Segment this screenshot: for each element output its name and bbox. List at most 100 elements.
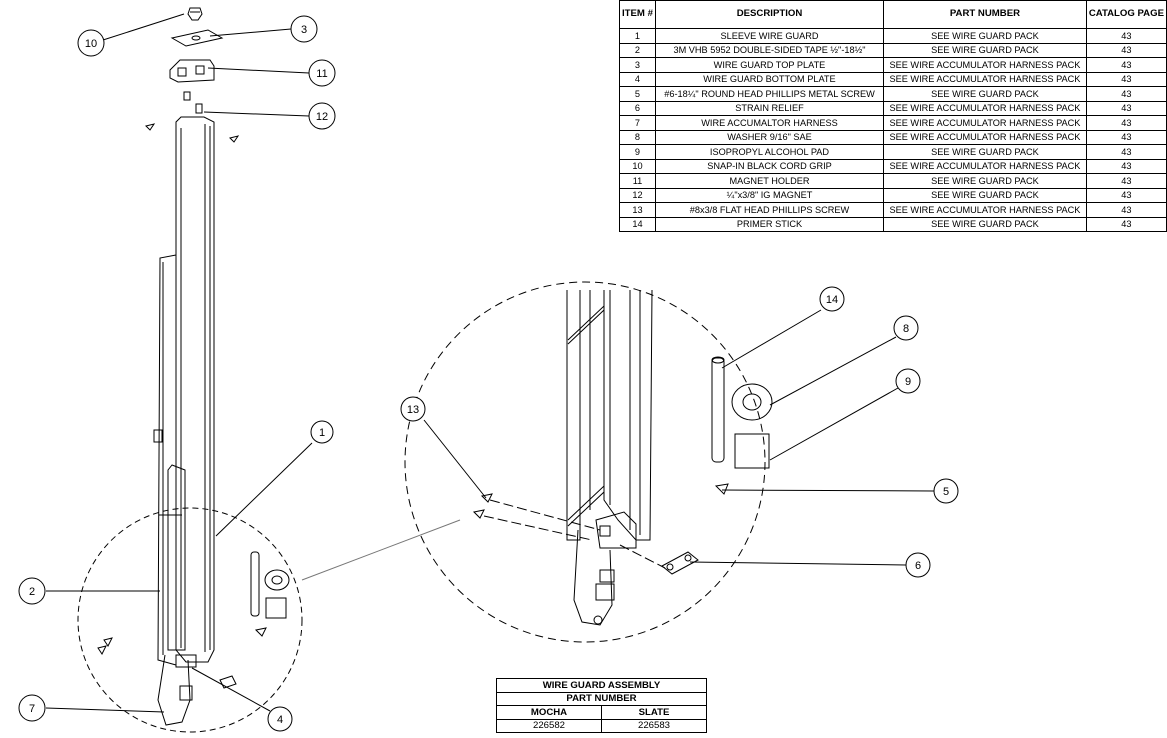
header-item: ITEM # bbox=[619, 0, 656, 29]
svg-text:6: 6 bbox=[915, 560, 921, 572]
detail-circle-left bbox=[77, 507, 303, 733]
bom-description: SNAP-IN BLACK CORD GRIP bbox=[654, 158, 885, 174]
svg-text:5: 5 bbox=[943, 486, 949, 498]
callout-9: 9 bbox=[895, 368, 921, 394]
variant-number: 226583 bbox=[601, 718, 707, 733]
bom-catalog-page: 43 bbox=[1085, 57, 1167, 73]
variant-name: MOCHA bbox=[496, 705, 602, 720]
svg-text:1: 1 bbox=[319, 427, 325, 439]
svg-text:13: 13 bbox=[407, 404, 419, 416]
flat-head-screw-2 bbox=[480, 493, 493, 503]
bom-item-number: 6 bbox=[619, 100, 656, 116]
flat-head-screw-1 bbox=[472, 509, 485, 519]
strain-relief bbox=[661, 551, 699, 575]
leader-lines bbox=[45, 13, 935, 713]
variant-number: 226582 bbox=[496, 718, 602, 733]
bom-catalog-page: 43 bbox=[1085, 42, 1167, 58]
variant-name: SLATE bbox=[601, 705, 707, 720]
callout-6: 6 bbox=[905, 552, 931, 578]
bom-part-number: SEE WIRE GUARD PACK bbox=[883, 187, 1087, 203]
callout-11: 11 bbox=[308, 59, 336, 87]
detail-circle-right bbox=[404, 281, 766, 643]
primer-stick bbox=[711, 356, 725, 463]
callout-7: 7 bbox=[18, 694, 46, 722]
bom-part-number: SEE WIRE GUARD PACK bbox=[883, 42, 1087, 58]
bom-part-number: SEE WIRE ACCUMULATOR HARNESS PACK bbox=[883, 115, 1087, 131]
magnet bbox=[195, 103, 203, 114]
bom-description: ISOPROPYL ALCOHOL PAD bbox=[654, 144, 885, 160]
bom-description: SLEEVE WIRE GUARD bbox=[654, 28, 885, 44]
bom-catalog-page: 43 bbox=[1085, 202, 1167, 218]
bom-item-number: 4 bbox=[619, 71, 656, 87]
bom-part-number: SEE WIRE ACCUMULATOR HARNESS PACK bbox=[883, 57, 1087, 73]
bill-of-materials: ITEM # DESCRIPTION PART NUMBER CATALOG P… bbox=[619, 0, 1167, 232]
bom-item-number: 12 bbox=[619, 187, 656, 203]
bom-item-number: 10 bbox=[619, 158, 656, 174]
callout-14: 14 bbox=[819, 286, 845, 312]
bom-part-number: SEE WIRE ACCUMULATOR HARNESS PACK bbox=[883, 158, 1087, 174]
callout-8: 8 bbox=[893, 315, 919, 341]
bom-item-number: 14 bbox=[619, 216, 656, 232]
bom-description: WIRE GUARD BOTTOM PLATE bbox=[654, 71, 885, 87]
bom-item-number: 1 bbox=[619, 28, 656, 44]
bom-item-number: 9 bbox=[619, 144, 656, 160]
assembly-subtitle: PART NUMBER bbox=[496, 691, 707, 706]
detail-harness bbox=[573, 529, 615, 626]
bom-catalog-page: 43 bbox=[1085, 158, 1167, 174]
bom-catalog-page: 43 bbox=[1085, 115, 1167, 131]
bom-catalog-page: 43 bbox=[1085, 71, 1167, 87]
alcohol-pad-left bbox=[265, 597, 287, 619]
bom-part-number: SEE WIRE GUARD PACK bbox=[883, 173, 1087, 189]
svg-text:8: 8 bbox=[903, 323, 909, 335]
callout-13: 13 bbox=[400, 396, 426, 422]
bom-part-number: SEE WIRE GUARD PACK bbox=[883, 86, 1087, 102]
callout-3: 3 bbox=[290, 15, 318, 43]
callout-2: 2 bbox=[18, 577, 46, 605]
svg-text:14: 14 bbox=[826, 294, 838, 306]
bom-item-number: 2 bbox=[619, 42, 656, 58]
bom-part-number: SEE WIRE GUARD PACK bbox=[883, 216, 1087, 232]
bom-catalog-page: 43 bbox=[1085, 173, 1167, 189]
callout-12: 12 bbox=[308, 102, 336, 130]
double-sided-tape bbox=[153, 429, 186, 651]
bom-description: #8x3/8 FLAT HEAD PHILLIPS SCREW bbox=[654, 202, 885, 218]
bom-item-number: 5 bbox=[619, 86, 656, 102]
svg-text:9: 9 bbox=[905, 376, 911, 388]
washer-left bbox=[264, 569, 290, 591]
callout-1: 1 bbox=[310, 420, 334, 444]
bom-item-number: 7 bbox=[619, 115, 656, 131]
washer bbox=[731, 383, 773, 421]
bom-catalog-page: 43 bbox=[1085, 28, 1167, 44]
round-head-screw bbox=[714, 483, 729, 495]
header-description: DESCRIPTION bbox=[654, 0, 885, 29]
svg-text:2: 2 bbox=[29, 586, 35, 598]
screw-top-left bbox=[145, 123, 156, 131]
primer-stick-left bbox=[250, 551, 260, 617]
bom-row: 5#6-18¼" ROUND HEAD PHILLIPS METAL SCREW… bbox=[619, 86, 1167, 102]
bom-part-number: SEE WIRE GUARD PACK bbox=[883, 144, 1087, 160]
magnet-small bbox=[183, 91, 191, 101]
alcohol-pad bbox=[734, 433, 770, 469]
detail-link-line bbox=[301, 519, 461, 581]
bom-part-number: SEE WIRE ACCUMULATOR HARNESS PACK bbox=[883, 129, 1087, 145]
top-plate bbox=[170, 29, 224, 47]
callout-10: 10 bbox=[77, 29, 105, 57]
harness-left bbox=[157, 654, 197, 726]
bom-catalog-page: 43 bbox=[1085, 187, 1167, 203]
sleeve-wire-guard bbox=[157, 116, 215, 666]
bom-description: PRIMER STICK bbox=[654, 216, 885, 232]
svg-text:10: 10 bbox=[85, 38, 97, 50]
bom-catalog-page: 43 bbox=[1085, 86, 1167, 102]
detail-bottom-plate bbox=[595, 511, 637, 549]
